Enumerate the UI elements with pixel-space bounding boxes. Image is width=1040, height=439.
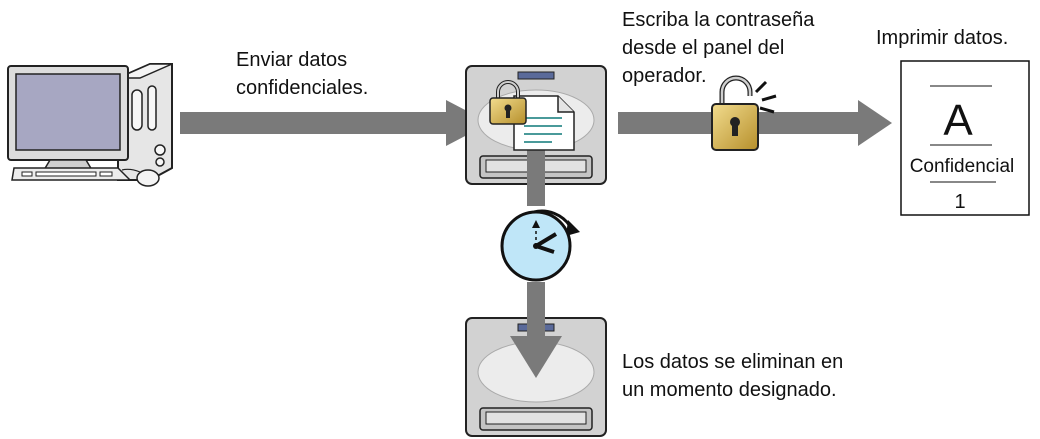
computer-icon xyxy=(7,63,173,187)
document-number: 1 xyxy=(954,191,965,213)
lock-icon xyxy=(489,80,527,125)
arrow-delete xyxy=(510,282,562,378)
label-deleted: Los datos se eliminan en un momento desi… xyxy=(622,351,844,401)
clock-icon xyxy=(500,209,580,282)
printed-document: A Confidencial 1 xyxy=(900,60,1030,216)
label-password: Escriba la contraseña desde el panel del… xyxy=(622,9,815,87)
arrow-timer-upper xyxy=(527,146,545,206)
document-icon xyxy=(513,95,575,151)
unlock-icon xyxy=(711,75,777,151)
label-print: Imprimir datos. xyxy=(876,27,1009,49)
document-letter: A xyxy=(943,96,973,145)
arrow-send xyxy=(180,100,490,146)
label-send: Enviar datos confidenciales. xyxy=(236,49,369,99)
document-caption: Confidencial xyxy=(910,156,1015,177)
